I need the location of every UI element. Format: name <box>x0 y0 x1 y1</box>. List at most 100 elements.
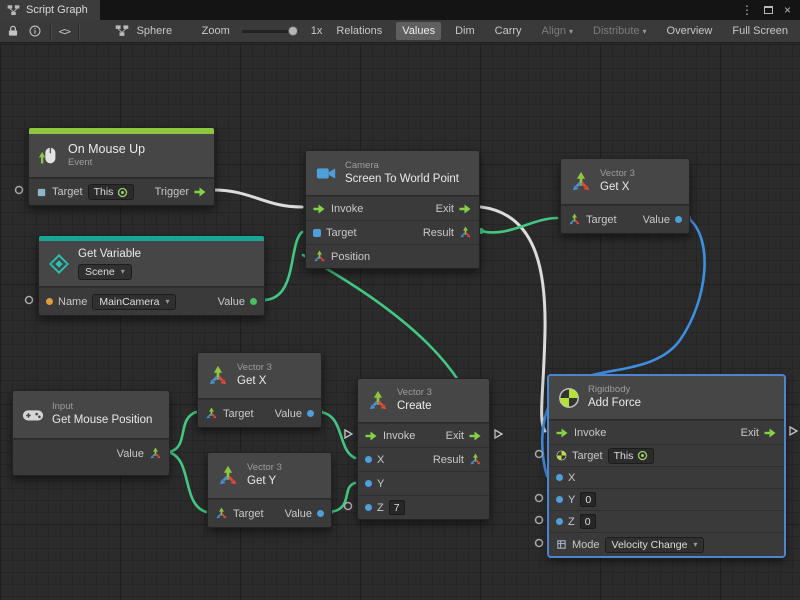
node-vector3-get-x-mid[interactable]: Vector 3 Get X Target Value <box>197 352 322 428</box>
node-add-force[interactable]: Rigidbody Add Force Invoke Exit Target T… <box>548 375 785 557</box>
float-port-icon[interactable] <box>365 504 372 511</box>
enum-port-icon[interactable] <box>556 539 567 550</box>
window-tab-bar: Script Graph ⋮ × <box>0 0 800 20</box>
node-subtitle: Event <box>68 157 93 169</box>
vector3-port-icon[interactable] <box>313 250 326 263</box>
vector3-icon <box>366 389 390 413</box>
target-select-icon <box>637 450 648 461</box>
maximize-icon[interactable] <box>763 6 773 14</box>
node-row: Target This Trigger <box>29 178 214 205</box>
exit-port-icon[interactable] <box>459 203 472 215</box>
lock-icon[interactable] <box>6 23 20 39</box>
node-footer <box>13 467 169 475</box>
node-row: Target This <box>549 444 784 466</box>
object-port-icon[interactable] <box>250 298 257 305</box>
node-row: Target Result <box>306 220 479 244</box>
node-vector3-create[interactable]: Vector 3 Create Invoke Exit X Result Y Z… <box>357 378 490 520</box>
info-icon[interactable] <box>28 23 42 39</box>
vector3-port-icon[interactable] <box>215 507 228 520</box>
float-port-icon[interactable] <box>556 518 563 525</box>
rigidbody-port-icon[interactable] <box>556 450 567 461</box>
variable-scope-dropdown[interactable]: Scene▾ <box>78 263 132 280</box>
script-graph-icon <box>7 4 20 17</box>
tab-script-graph[interactable]: Script Graph <box>0 0 100 20</box>
trigger-port-icon[interactable] <box>194 186 207 198</box>
exit-port-icon[interactable] <box>764 427 777 439</box>
graph-owner-label: Sphere <box>136 25 173 37</box>
caret-down-icon: ▾ <box>693 540 698 549</box>
close-icon[interactable]: × <box>783 3 791 17</box>
graph-toolbar: <> Sphere Zoom 1x Relations Values Dim C… <box>0 20 800 43</box>
zoom-slider-handle[interactable] <box>287 26 298 36</box>
vector3-port-icon[interactable] <box>568 213 581 226</box>
distribute-button[interactable]: Distribute▾ <box>593 25 647 37</box>
node-screen-to-world-point[interactable]: Camera Screen To World Point Invoke Exit… <box>305 150 480 269</box>
float-port-icon[interactable] <box>307 410 314 417</box>
node-header: On Mouse Up Event <box>29 134 214 178</box>
z-input-field[interactable]: 0 <box>579 514 596 529</box>
z-input-field[interactable]: 7 <box>388 500 405 515</box>
vector3-port-icon[interactable] <box>459 226 472 239</box>
values-button[interactable]: Values <box>396 22 442 40</box>
invoke-port-icon[interactable] <box>313 203 326 215</box>
variable-accent-bar <box>39 236 264 241</box>
float-port-icon[interactable] <box>365 456 372 463</box>
node-vector3-get-y[interactable]: Vector 3 Get Y Target Value <box>207 452 332 528</box>
node-header: Camera Screen To World Point <box>306 151 479 196</box>
relations-button[interactable]: Relations <box>336 25 383 37</box>
zoom-label: Zoom <box>201 25 230 37</box>
toolbar-separator <box>50 23 51 39</box>
y-input-field[interactable]: 0 <box>580 492 597 507</box>
float-port-icon[interactable] <box>675 216 682 223</box>
caret-down-icon: ▾ <box>569 26 574 36</box>
overview-button[interactable]: Overview <box>666 25 713 37</box>
node-vector3-get-x-top[interactable]: Vector 3 Get X Target Value <box>560 158 690 234</box>
variable-name-dropdown[interactable]: MainCamera▾ <box>92 293 177 310</box>
float-port-icon[interactable] <box>556 474 563 481</box>
camera-port-icon[interactable] <box>313 228 321 237</box>
float-port-icon[interactable] <box>317 510 324 517</box>
window-controls: ⋮ × <box>741 0 800 20</box>
vector3-icon <box>569 170 593 194</box>
node-header: Get Variable Scene▾ <box>39 241 264 287</box>
menu-icon[interactable]: ⋮ <box>740 3 753 17</box>
event-accent-bar <box>29 128 214 134</box>
invoke-port-icon[interactable] <box>365 430 378 442</box>
vector3-port-icon[interactable] <box>149 447 162 460</box>
mouse-icon <box>37 144 61 168</box>
this-chip[interactable]: This <box>87 184 135 200</box>
node-get-mouse-position[interactable]: Input Get Mouse Position Value <box>12 390 170 476</box>
rigidbody-icon <box>557 386 581 410</box>
node-header: Rigidbody Add Force <box>549 376 784 420</box>
node-row: Target Value <box>561 205 689 233</box>
code-view-icon[interactable]: <> <box>58 24 71 38</box>
carry-button[interactable]: Carry <box>494 25 522 37</box>
full-screen-button[interactable]: Full Screen <box>732 25 788 37</box>
gameobject-port-icon[interactable] <box>36 187 47 198</box>
align-button[interactable]: Align▾ <box>541 25 574 37</box>
zoom-slider[interactable] <box>241 26 299 36</box>
graph-owner-icon <box>115 23 129 39</box>
mode-dropdown[interactable]: Velocity Change▾ <box>604 536 705 553</box>
vector3-port-icon[interactable] <box>205 407 218 420</box>
input-icon <box>21 403 45 427</box>
node-on-mouse-up[interactable]: On Mouse Up Event Target This Trigger <box>28 127 215 206</box>
node-row: Invoke Exit <box>306 196 479 220</box>
caret-down-icon: ▾ <box>165 297 170 306</box>
string-port-icon[interactable] <box>46 298 53 305</box>
dim-button[interactable]: Dim <box>455 25 475 37</box>
float-port-icon[interactable] <box>365 480 372 487</box>
tab-title: Script Graph <box>26 4 88 16</box>
node-row: X <box>549 466 784 488</box>
vector3-port-icon[interactable] <box>469 453 482 466</box>
node-get-variable[interactable]: Get Variable Scene▾ Name MainCamera▾ Val… <box>38 235 265 316</box>
camera-icon <box>314 161 338 185</box>
node-header: Vector 3 Get X <box>198 353 321 399</box>
exit-port-icon[interactable] <box>469 430 482 442</box>
invoke-port-icon[interactable] <box>556 427 569 439</box>
float-port-icon[interactable] <box>556 496 563 503</box>
this-chip[interactable]: This <box>607 447 655 464</box>
